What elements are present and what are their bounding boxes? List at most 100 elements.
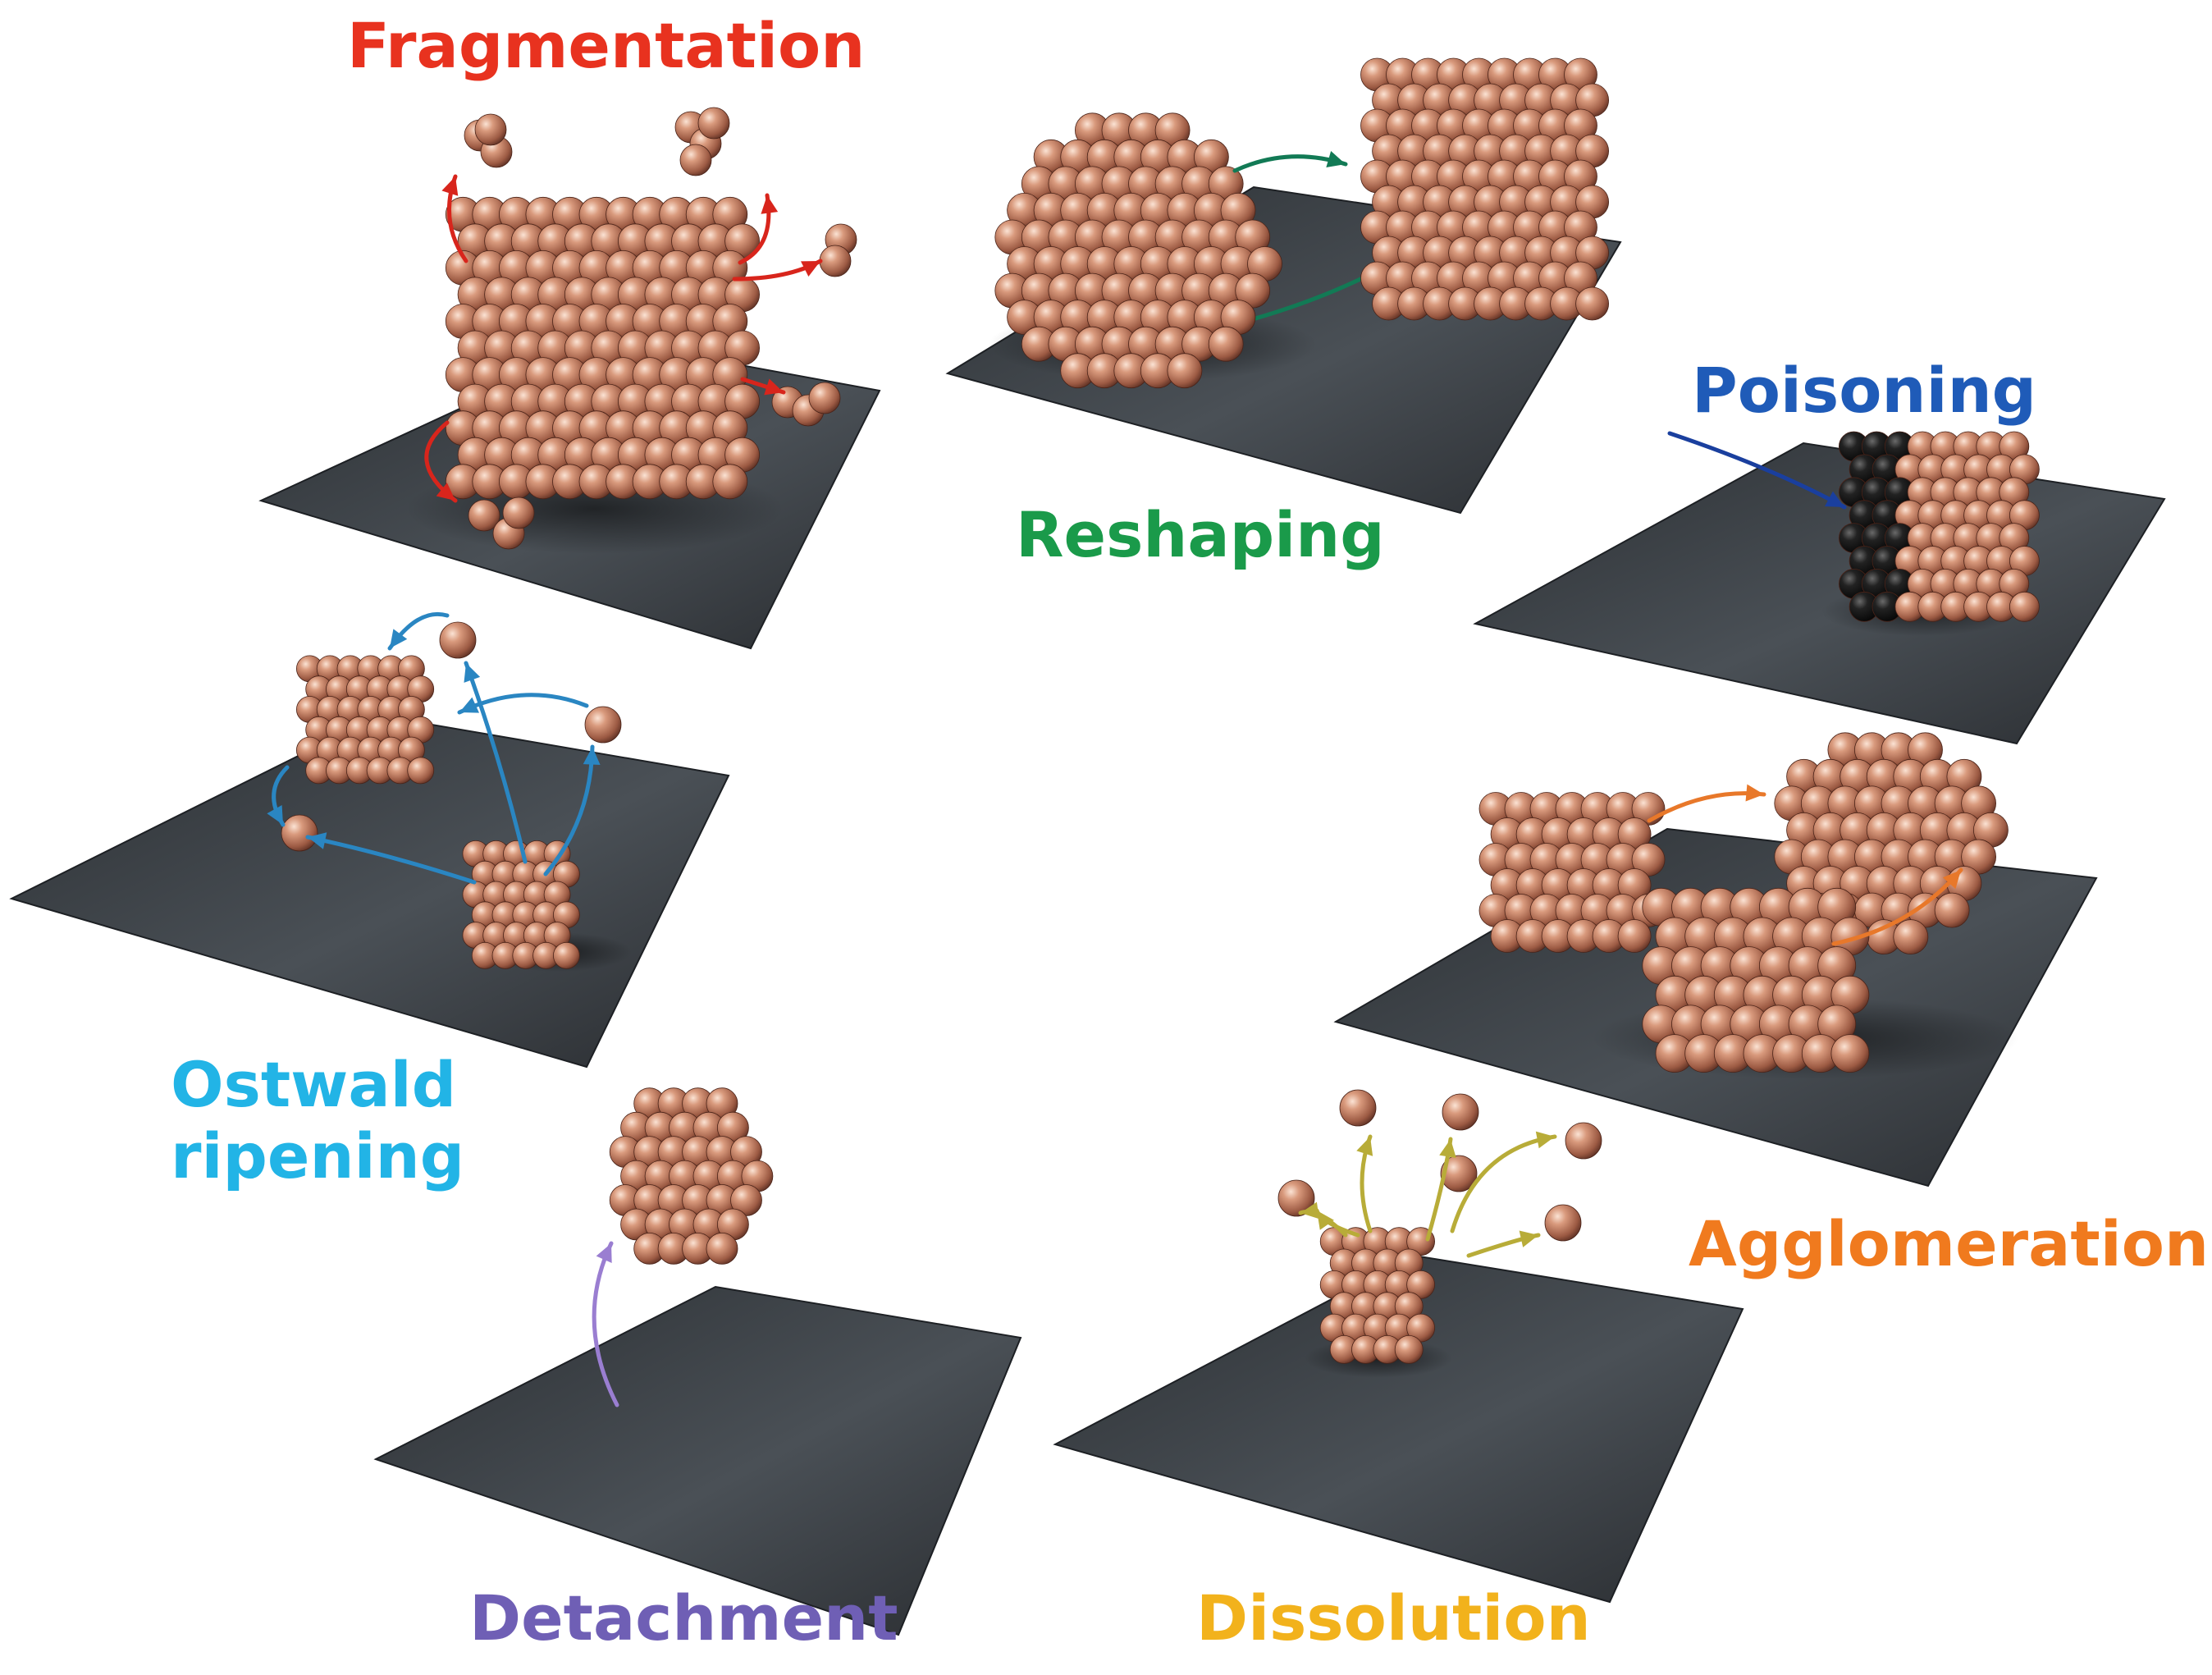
arrow-frag-5 <box>424 420 458 503</box>
arrow-dissolution-2 <box>1425 1137 1456 1242</box>
atom <box>1830 1034 1870 1073</box>
atom <box>553 942 580 969</box>
arrow-head <box>1825 491 1844 507</box>
cluster-poisoning <box>1838 431 2040 622</box>
arrow-head <box>596 1243 612 1263</box>
arrow-head <box>464 663 481 683</box>
arrow-ostwald-2 <box>457 693 589 715</box>
atom <box>697 107 730 140</box>
cluster-detachment <box>609 1087 774 1265</box>
atom <box>1442 1093 1479 1131</box>
arrow-shaft <box>592 1241 619 1407</box>
arrow-head <box>1356 1137 1373 1156</box>
atom <box>706 1233 738 1265</box>
atom <box>1394 1335 1424 1364</box>
arrow-head <box>1519 1230 1538 1247</box>
cluster-fragmentation-cube <box>445 196 760 500</box>
atom <box>474 113 507 146</box>
arrow-head <box>436 483 455 501</box>
arrow-head <box>1326 150 1346 168</box>
atom <box>1617 919 1652 953</box>
label-dissolution: Dissolution <box>1196 1581 1591 1654</box>
arrow-dissolution-6 <box>1298 1201 1348 1238</box>
arrow-dissolution-5 <box>1466 1230 1541 1258</box>
label-agglomeration: Agglomeration <box>1689 1207 2210 1280</box>
cluster-reshaping-cube <box>1360 57 1609 321</box>
fragment-top-right <box>674 107 730 176</box>
substrate-dissolution <box>1053 1254 1744 1604</box>
atom <box>1893 919 1929 954</box>
arrow-head <box>1942 870 1961 890</box>
cluster-agglomeration-front <box>1642 887 1870 1073</box>
arrow-ostwald-5 <box>464 661 528 864</box>
arrow-head <box>390 629 408 648</box>
cluster-agglomeration-left <box>1478 792 1666 953</box>
atom <box>2009 591 2040 622</box>
arrow-head <box>764 378 784 396</box>
label-detachment: Detachment <box>469 1581 898 1654</box>
arrow-head <box>441 176 459 196</box>
arrow-head <box>1300 1201 1319 1220</box>
arrow-ostwald-1 <box>387 611 450 651</box>
atom <box>1575 286 1609 321</box>
atom <box>584 706 622 744</box>
atom <box>1339 1089 1377 1127</box>
arrow-head <box>1439 1139 1456 1159</box>
arrow-head <box>801 261 820 277</box>
arrow-shaft <box>1450 1134 1557 1233</box>
cluster-ostwald-large <box>295 655 435 785</box>
arrow-ostwald-4 <box>305 832 477 885</box>
atom <box>1934 892 1970 928</box>
arrow-ostwald-6 <box>543 744 601 876</box>
label-ostwald-ripening: Ostwald ripening <box>171 1048 465 1193</box>
atom <box>281 814 318 852</box>
arrow-dissolution-1 <box>1356 1134 1373 1233</box>
arrow-head <box>459 697 479 713</box>
fragment-top-left <box>464 113 513 168</box>
cluster-dissolution <box>1319 1227 1435 1364</box>
substrate-ostwald <box>9 714 730 1069</box>
atom <box>1544 1204 1582 1242</box>
arrow-shaft <box>1667 431 1847 510</box>
atom <box>468 499 500 532</box>
atom <box>679 144 712 176</box>
atom <box>712 464 748 500</box>
label-poisoning: Poisoning <box>1692 354 2037 427</box>
cluster-ostwald-small <box>462 840 580 969</box>
arrow-frag-1 <box>441 174 468 263</box>
arrow-reshaping-front <box>1232 150 1348 173</box>
arrow-head <box>1745 784 1764 802</box>
fragment-bottom <box>468 497 535 550</box>
atom <box>1565 1122 1602 1160</box>
arrow-frag-2 <box>738 193 779 265</box>
arrow-head <box>1535 1131 1555 1149</box>
arrow-dissolution-3 <box>1450 1131 1557 1233</box>
arrow-poisoning <box>1667 431 1847 510</box>
arrow-head <box>308 832 327 849</box>
atom <box>407 757 435 785</box>
atom <box>1277 1179 1315 1217</box>
atom <box>808 382 841 414</box>
fragment-right-low <box>771 382 841 427</box>
atom <box>1208 326 1244 362</box>
label-fragmentation: Fragmentation <box>347 9 866 82</box>
fragment-right <box>819 223 857 277</box>
arrow-shaft <box>464 661 528 864</box>
atom <box>819 245 852 277</box>
arrow-detachment <box>592 1241 619 1407</box>
arrow-head <box>761 195 779 214</box>
arrow-agglomeration-1 <box>1647 784 1766 823</box>
arrow-agglomeration-2 <box>1831 867 1963 946</box>
atom <box>1167 353 1203 389</box>
ostwald-atoms <box>281 621 622 852</box>
atom <box>439 621 477 659</box>
atom <box>1440 1155 1478 1192</box>
substrate-poisoning <box>1473 442 2166 745</box>
label-reshaping: Reshaping <box>1016 498 1385 571</box>
arrow-frag-4 <box>740 377 786 396</box>
arrow-ostwald-3 <box>267 765 290 827</box>
dissolution-atoms <box>1277 1089 1602 1242</box>
cluster-reshaping-sphere <box>994 112 1282 389</box>
